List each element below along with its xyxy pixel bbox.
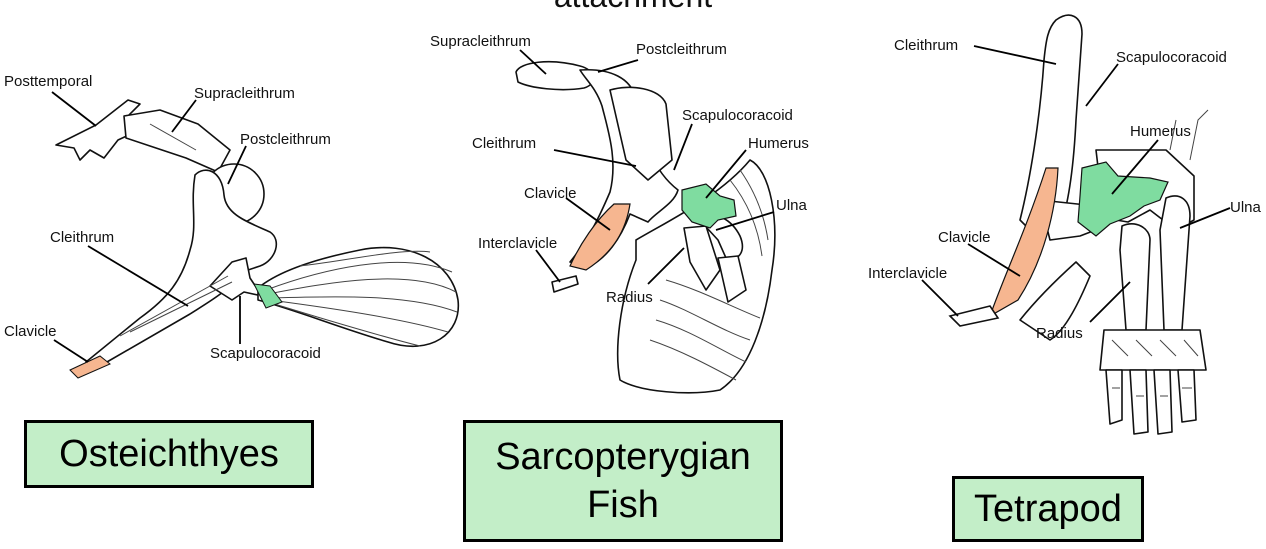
label-clavicle: Clavicle: [938, 229, 991, 246]
label-interclavicle: Interclavicle: [868, 265, 947, 282]
osteichthyes-diagram: Posttemporal Supracleithrum Postcleithru…: [4, 73, 460, 379]
digit-4: [1177, 369, 1197, 423]
tetrapod-label-box: Tetrapod: [952, 476, 1144, 542]
label-scapulocoracoid: Scapulocoracoid: [1116, 49, 1227, 66]
interclavicle-bone: [551, 275, 579, 293]
interclavicle-bone: [948, 305, 1000, 327]
supracleithrum-bone: [515, 60, 595, 91]
sarcopterygian-name-line2: Fish: [587, 484, 659, 526]
digit-3: [1153, 369, 1173, 435]
label-cleithrum: Cleithrum: [50, 229, 114, 246]
osteichthyes-name: Osteichthyes: [59, 433, 279, 475]
radius-bone: [683, 225, 721, 291]
osteichthyes-humerus-patch: [253, 283, 283, 309]
figure-title: attachment: [0, 0, 1266, 12]
label-postcleithrum: Postcleithrum: [240, 131, 331, 148]
tetrapod-name: Tetrapod: [974, 488, 1122, 530]
sarcopterygian-label-box: Sarcopterygian Fish: [463, 420, 783, 542]
supracleithrum-bone: [123, 109, 231, 173]
tetrapod-panel: Cleithrum Scapulocoracoid Humerus Ulna C…: [860, 0, 1266, 435]
label-supracleithrum: Supracleithrum: [194, 85, 295, 102]
sarcopterygian-clavicle-patch: [569, 203, 631, 271]
label-cleithrum: Cleithrum: [894, 37, 958, 54]
label-ulna: Ulna: [776, 197, 808, 214]
label-scapulocoracoid: Scapulocoracoid: [210, 345, 321, 362]
sarcopterygian-panel: Supracleithrum Postcleithrum Scapulocora…: [420, 0, 860, 400]
label-radius: Radius: [606, 289, 653, 306]
radials: [717, 255, 747, 303]
tetrapod-humerus-patch: [1077, 161, 1169, 237]
label-clavicle: Clavicle: [524, 185, 577, 202]
label-clavicle: Clavicle: [4, 323, 57, 340]
osteichthyes-clavicle-patch: [69, 355, 111, 379]
label-humerus: Humerus: [1130, 123, 1191, 140]
label-interclavicle: Interclavicle: [478, 235, 557, 252]
carpal-block: [1099, 329, 1207, 371]
label-postcleithrum: Postcleithrum: [636, 41, 727, 58]
label-humerus: Humerus: [748, 135, 809, 152]
label-radius: Radius: [1036, 325, 1083, 342]
digit-1: [1105, 369, 1123, 425]
digit-2: [1129, 369, 1149, 435]
sarcopterygian-diagram: Supracleithrum Postcleithrum Scapulocora…: [430, 33, 809, 394]
label-posttemporal: Posttemporal: [4, 73, 92, 90]
tetrapod-diagram: Cleithrum Scapulocoracoid Humerus Ulna C…: [868, 14, 1262, 435]
radius-bone: [1119, 223, 1151, 331]
label-cleithrum: Cleithrum: [472, 135, 536, 152]
label-scapulocoracoid: Scapulocoracoid: [682, 107, 793, 124]
tetrapod-clavicle-patch: [988, 167, 1059, 318]
sarcopterygian-name-line1: Sarcopterygian: [495, 436, 751, 478]
body-outline: [1019, 261, 1091, 341]
osteichthyes-label-box: Osteichthyes: [24, 420, 314, 488]
label-supracleithrum: Supracleithrum: [430, 33, 531, 50]
label-ulna: Ulna: [1230, 199, 1262, 216]
osteichthyes-panel: Posttemporal Supracleithrum Postcleithru…: [0, 0, 470, 400]
postcleithrum-bone: [609, 86, 673, 181]
ulna-bone: [1159, 195, 1191, 331]
